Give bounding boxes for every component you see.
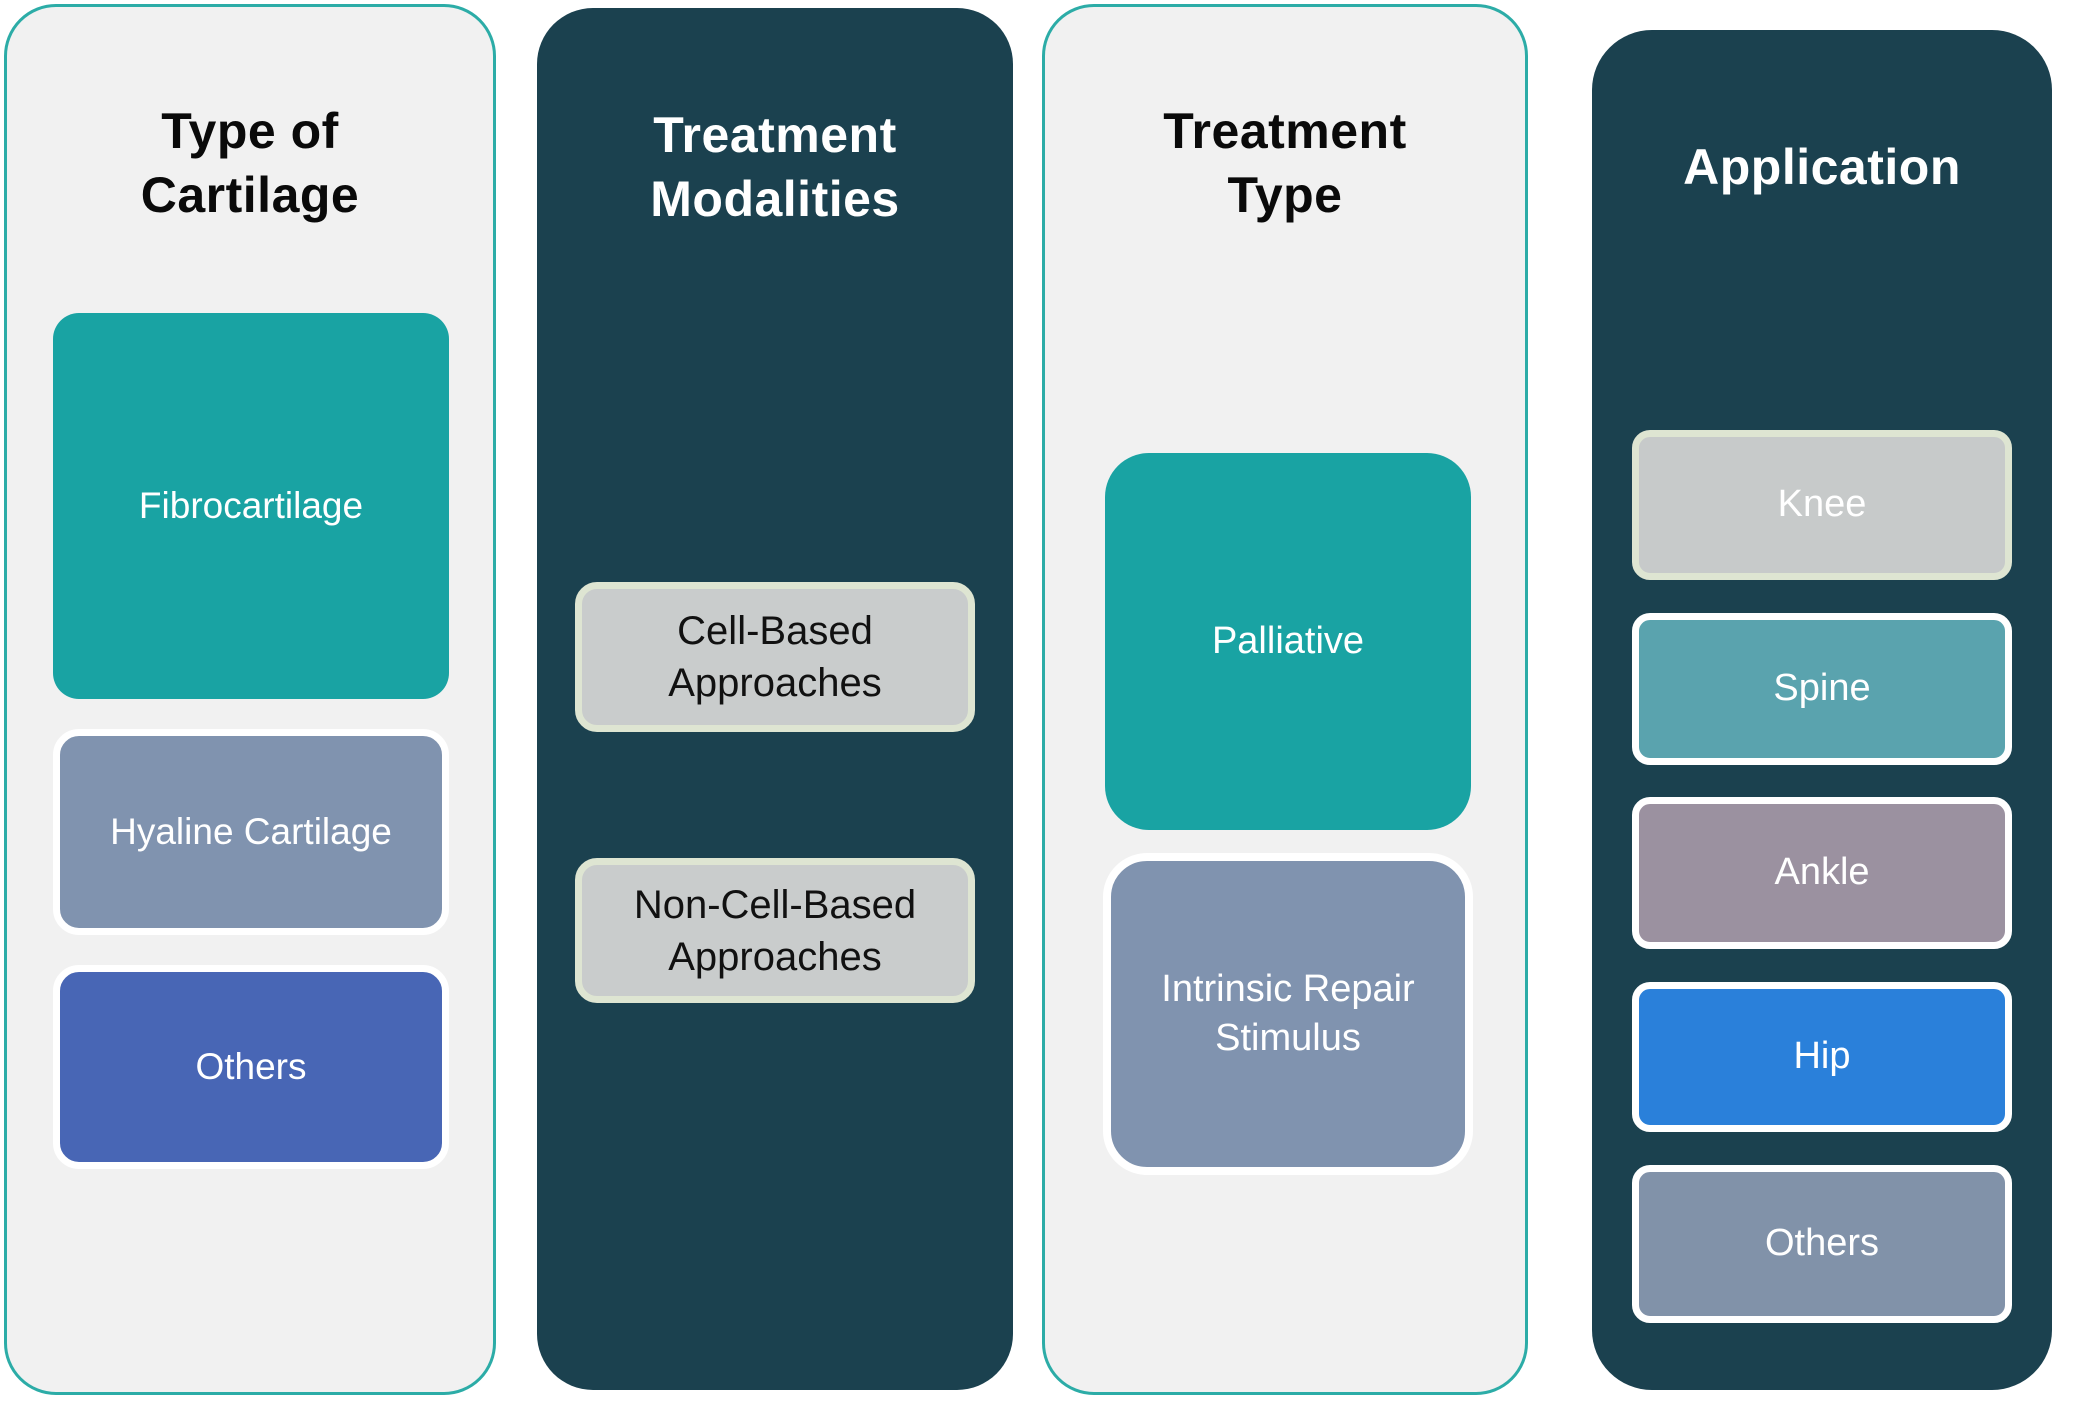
column-treatment-modalities: Treatment Modalities Cell-Based Approach… — [537, 8, 1013, 1390]
column-title-application: Application — [1683, 139, 1961, 195]
column-type-of-cartilage: Type of Cartilage Fibrocartilage Hyaline… — [4, 4, 496, 1395]
box-others-cartilage: Others — [53, 965, 449, 1169]
box-intrinsic-repair-stimulus: Intrinsic Repair Stimulus — [1103, 853, 1473, 1175]
column-title-treatment-modalities: Treatment Modalities — [650, 107, 900, 227]
column-title-type-of-cartilage: Type of Cartilage — [140, 103, 360, 223]
box-application-spine: Spine — [1632, 613, 2012, 765]
box-palliative: Palliative — [1105, 453, 1471, 830]
column-application: Application Knee Spine Ankle Hip Others — [1592, 30, 2052, 1390]
box-application-others: Others — [1632, 1165, 2012, 1323]
box-application-ankle: Ankle — [1632, 797, 2012, 949]
box-fibrocartilage: Fibrocartilage — [53, 313, 449, 699]
box-non-cell-based-approaches: Non-Cell-Based Approaches — [575, 858, 975, 1003]
box-cell-based-approaches: Cell-Based Approaches — [575, 582, 975, 732]
column-treatment-type: Treatment Type Palliative Intrinsic Repa… — [1042, 4, 1528, 1395]
box-application-hip: Hip — [1632, 982, 2012, 1132]
box-hyaline-cartilage: Hyaline Cartilage — [53, 729, 449, 935]
column-title-treatment-type: Treatment Type — [1163, 103, 1407, 223]
box-application-knee: Knee — [1632, 430, 2012, 580]
